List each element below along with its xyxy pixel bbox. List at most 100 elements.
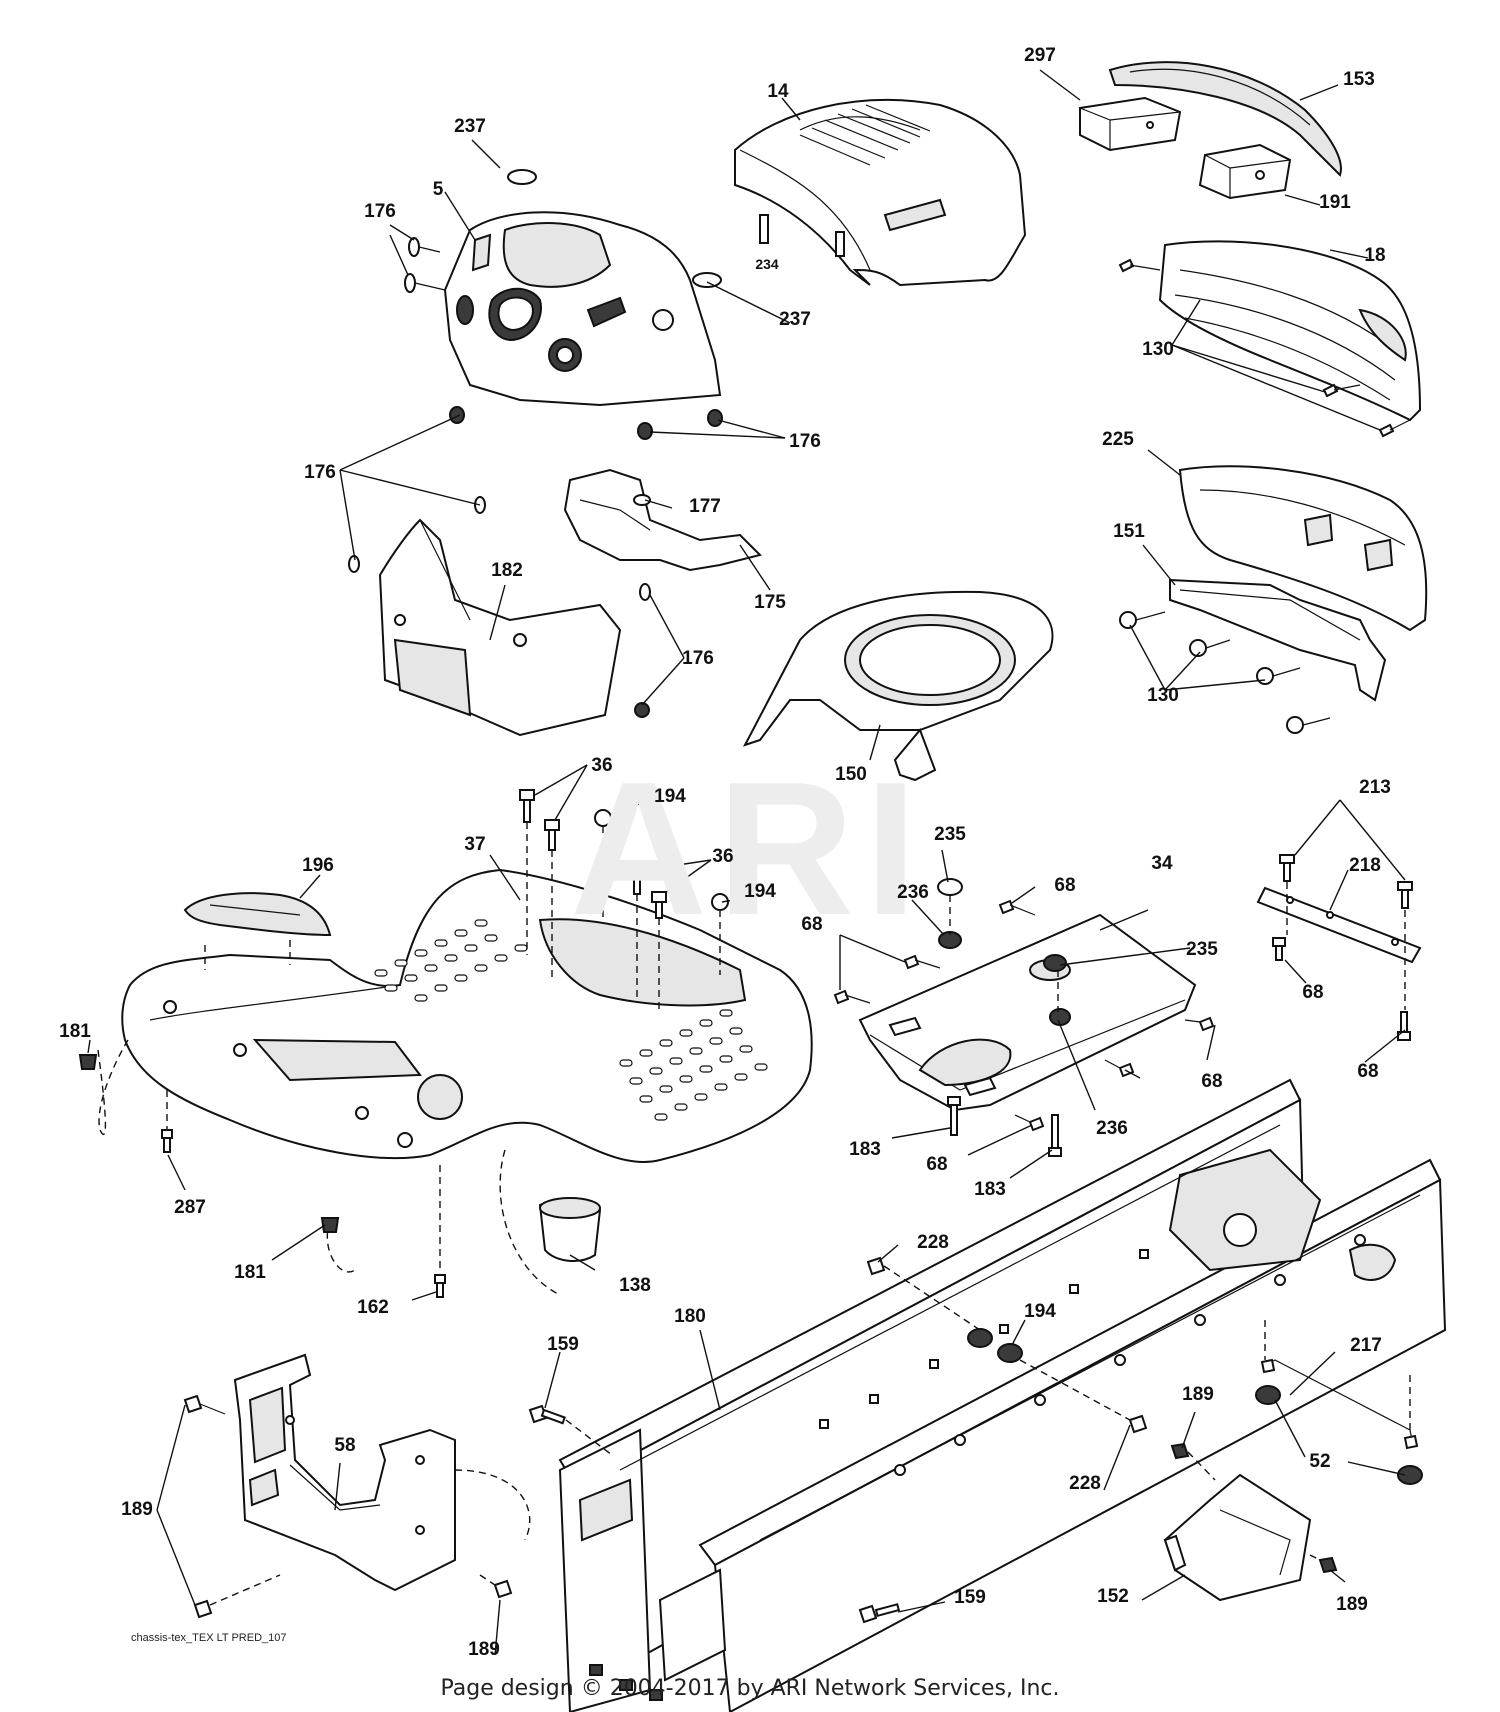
screws-189-152 (1170, 1442, 1338, 1574)
callout-175: 175 (754, 592, 786, 613)
part-182-lower-dash (378, 518, 622, 737)
screws-130-bumper (1119, 611, 1331, 734)
callout-152: 152 (1097, 1586, 1129, 1607)
callout-159-a: 159 (547, 1334, 579, 1355)
part-191-block (1198, 143, 1292, 200)
callout-189-a: 189 (121, 1499, 153, 1520)
screws-130-top (1118, 258, 1411, 438)
callout-36-a: 36 (591, 755, 613, 776)
callout-182: 182 (491, 560, 523, 581)
callout-5: 5 (432, 179, 444, 200)
callout-68-b: 68 (1302, 982, 1324, 1003)
callout-183-a: 183 (849, 1139, 881, 1160)
callout-130-a: 130 (1142, 339, 1174, 360)
callout-18: 18 (1364, 245, 1386, 266)
fasteners-228-194 (866, 1256, 1148, 1434)
callout-189-b: 189 (1182, 1384, 1214, 1405)
callout-213: 213 (1359, 777, 1391, 798)
part-153-trim (1108, 61, 1342, 177)
part-58-bracket (233, 1353, 531, 1592)
callout-181-a: 181 (59, 1021, 91, 1042)
part-175-bracket (563, 468, 762, 572)
callout-181-b: 181 (234, 1262, 266, 1283)
callout-191: 191 (1319, 192, 1351, 213)
callout-235-a: 235 (934, 824, 966, 845)
part-225-bumper (1178, 465, 1428, 632)
callout-189-c: 189 (1336, 1594, 1368, 1615)
ari-watermark: ARI (570, 743, 928, 955)
callout-194-b: 194 (744, 881, 776, 902)
part-34-engine-plate (858, 913, 1197, 1112)
callout-228-a: 228 (917, 1232, 949, 1253)
callout-68-f: 68 (926, 1154, 948, 1175)
callout-162: 162 (357, 1297, 389, 1318)
part-37-fender (121, 868, 813, 1163)
callout-234: 234 (755, 256, 779, 272)
callout-297: 297 (1024, 45, 1056, 66)
callout-37: 37 (464, 834, 486, 855)
callout-176-b: 176 (789, 431, 821, 452)
plug-237-a (507, 169, 537, 185)
callout-52: 52 (1309, 1451, 1331, 1472)
callout-150: 150 (835, 764, 867, 785)
callout-159-b: 159 (954, 1587, 986, 1608)
callout-217: 217 (1350, 1335, 1382, 1356)
bolts-159 (528, 1404, 901, 1624)
leader-lines (87, 69, 1406, 1656)
callout-183-b: 183 (974, 1179, 1006, 1200)
callout-68-e: 68 (1357, 1061, 1379, 1082)
callout-228-b: 228 (1069, 1473, 1101, 1494)
callout-176-c: 176 (304, 462, 336, 483)
washers-52 (1255, 1385, 1423, 1485)
callout-68-d: 68 (1201, 1071, 1223, 1092)
callout-218: 218 (1349, 855, 1381, 876)
plug-237-b (692, 272, 722, 288)
callout-58: 58 (334, 1435, 356, 1456)
part-196-plate (183, 892, 332, 937)
part-180-frame (558, 1078, 1447, 1712)
part-5-dash-panel (443, 211, 722, 407)
part-151-bracket (1169, 578, 1387, 702)
screws-189-58 (183, 1394, 513, 1619)
part-152-guard (1163, 1473, 1312, 1602)
callout-194-a: 194 (654, 786, 686, 807)
part-218-bracket (1256, 854, 1422, 1041)
callout-196: 196 (302, 855, 334, 876)
callout-194-c: 194 (1024, 1301, 1056, 1322)
callout-176-d: 176 (682, 648, 714, 669)
fasteners-68-235-236 (833, 878, 1215, 1157)
part-217-rod (1260, 1320, 1419, 1450)
part-297-block (1079, 96, 1182, 152)
part-150-shroud (742, 590, 1054, 782)
callout-237-b: 237 (779, 309, 811, 330)
callout-130-b: 130 (1147, 685, 1179, 706)
callout-138: 138 (619, 1275, 651, 1296)
callout-236-b: 236 (1096, 1118, 1128, 1139)
callout-235-b: 235 (1186, 939, 1218, 960)
callout-68-a: 68 (1054, 875, 1076, 896)
vent-holes-right (619, 1009, 768, 1121)
callout-14: 14 (767, 81, 789, 102)
callout-68-c: 68 (801, 914, 823, 935)
diagram-id-text: chassis-tex_TEX LT PRED_107 (131, 1632, 287, 1644)
callout-189-d: 189 (468, 1639, 500, 1660)
small-fasteners-fender (78, 1054, 602, 1298)
footer-copyright: Page design © 2004-2017 by ARI Network S… (440, 1676, 1060, 1701)
callout-287: 287 (174, 1197, 206, 1218)
callout-36-b: 36 (712, 846, 734, 867)
callout-176-a: 176 (364, 201, 396, 222)
callout-180: 180 (674, 1306, 706, 1327)
vent-holes-left (374, 919, 528, 1002)
callout-153: 153 (1343, 69, 1375, 90)
callout-34: 34 (1151, 853, 1173, 874)
callout-151: 151 (1113, 521, 1145, 542)
fasteners-36-194 (519, 789, 729, 919)
part-14-hood (734, 99, 1027, 287)
callout-236-a: 236 (897, 882, 929, 903)
part-18-grille (1158, 240, 1422, 422)
callout-237-a: 237 (454, 116, 486, 137)
callout-177: 177 (689, 496, 721, 517)
dashed-guides-fender (97, 822, 721, 1296)
callout-225: 225 (1102, 429, 1134, 450)
